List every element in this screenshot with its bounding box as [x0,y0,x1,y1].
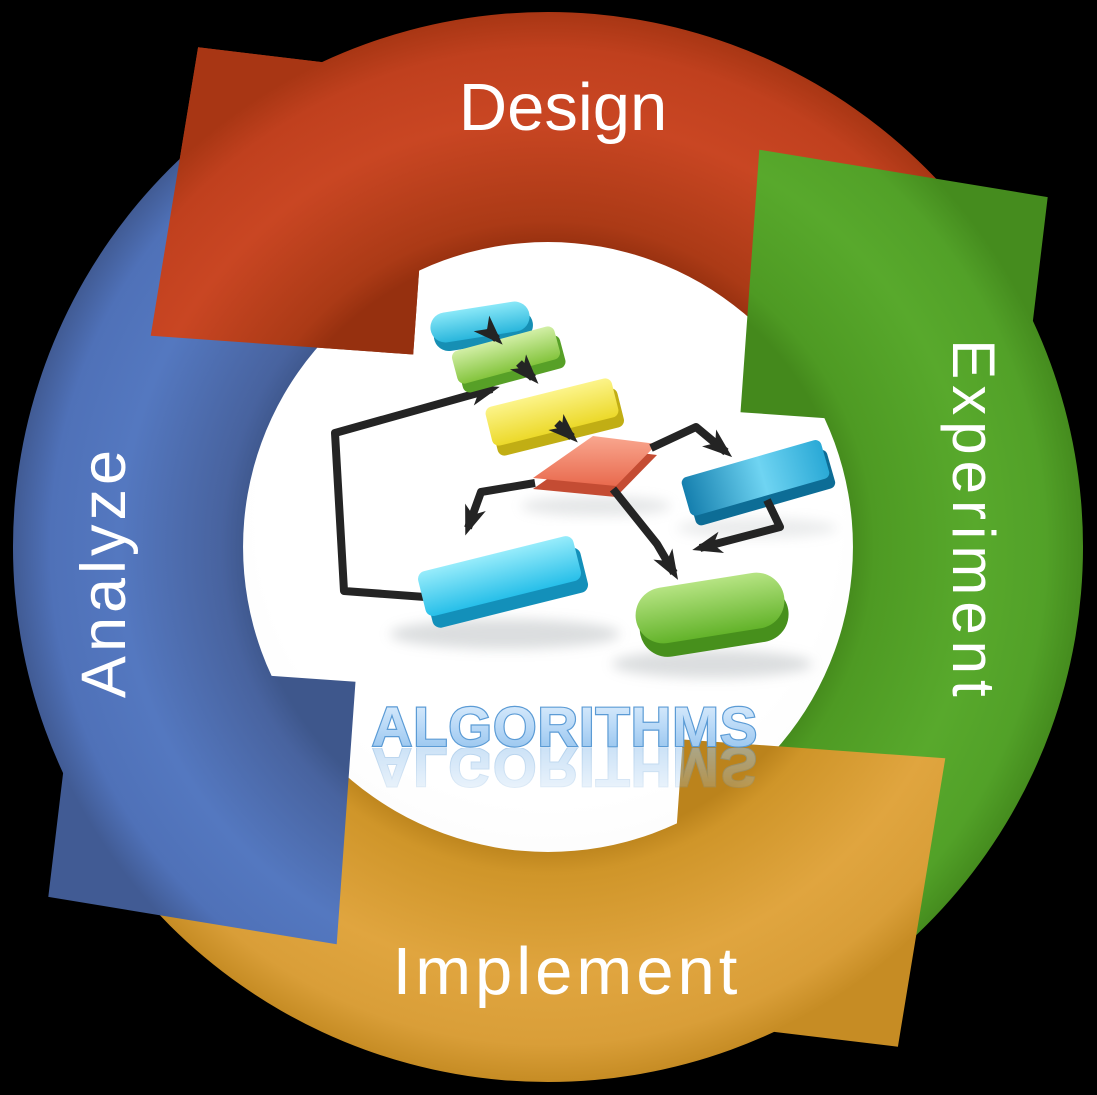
node-face [681,440,830,516]
node-face [418,536,582,617]
flowchart-process-node-4 [418,536,589,628]
node-face [533,436,657,486]
flowchart-end-node [635,572,789,657]
flowchart-decision-node [533,436,657,497]
algorithms-title-reflection: ALGORITHMS [371,735,758,800]
flowchart-connector [509,354,539,384]
flowchart-illustration [331,301,837,678]
flowchart-connectors [464,315,784,580]
flowchart-connector [473,315,503,345]
node-face [635,572,785,644]
node-face [485,378,619,446]
flowchart-connector [464,479,536,536]
design-label: Design [459,70,668,145]
algorithms-title: ALGORITHMS [372,695,758,758]
implement-label: Implement [393,934,742,1009]
flowchart-connector [692,498,784,554]
flowchart-connector [548,413,578,443]
flowchart-process-node-3 [681,440,836,526]
flowchart-connector [649,423,733,458]
flowchart-connector [609,486,679,580]
flowchart-connector-loop [331,384,500,601]
flowchart-shadow [521,496,671,516]
experiment-label: Experiment [940,339,1007,702]
algorithms-title-reflection-text: ALGORITHMS [372,736,758,799]
analyze-label: Analyze [69,446,139,698]
node-face [451,326,561,384]
design-arrowhead [150,47,420,355]
flowchart-shadow [390,619,620,649]
flowchart-shadow [612,650,812,678]
